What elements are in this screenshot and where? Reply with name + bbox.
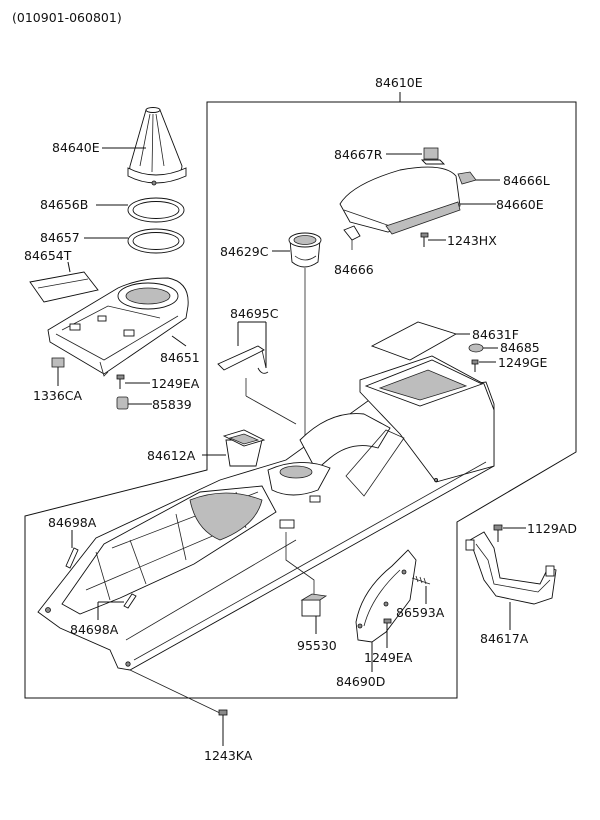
console-body-part xyxy=(37,355,495,671)
assembly-frame xyxy=(24,92,577,699)
part-label-84666: 84666 xyxy=(334,262,374,277)
part-label-1336CA: 1336CA xyxy=(33,388,83,403)
part-label-84667R: 84667R xyxy=(334,147,383,162)
screw-86593A-part xyxy=(411,575,431,585)
part-label-84660E: 84660E xyxy=(496,197,544,212)
hinge-84666L-part xyxy=(457,171,477,185)
part-label-84612A: 84612A xyxy=(147,448,196,463)
part-label-84690D: 84690D xyxy=(336,674,385,689)
part-label-84656B: 84656B xyxy=(40,197,88,212)
cup-holder-part xyxy=(288,232,322,470)
mat-84631F-part xyxy=(370,321,458,361)
boot-ring-part xyxy=(127,197,185,223)
clip-1336CA-part xyxy=(51,357,65,368)
assembly-label: 84610E xyxy=(375,75,423,90)
part-label-85839: 85839 xyxy=(152,397,192,412)
screw-1249GE-part xyxy=(471,359,479,372)
part-label-1243KA: 1243KA xyxy=(204,748,253,763)
hinge-84667R-part xyxy=(420,147,446,165)
part-label-84685: 84685 xyxy=(500,340,540,355)
bracket-part xyxy=(217,321,297,425)
part-label-95530: 95530 xyxy=(297,638,337,653)
switch-95530-part xyxy=(285,532,328,617)
part-label-84654T: 84654T xyxy=(24,248,72,263)
clip-85839-part xyxy=(116,396,129,410)
part-label-84651: 84651 xyxy=(160,350,200,365)
pad-part xyxy=(29,271,99,303)
retainer-ring-part xyxy=(127,228,185,254)
screw-1243KA-part xyxy=(129,669,228,730)
part-label-84617A: 84617A xyxy=(480,631,529,646)
armrest-lid-part xyxy=(339,166,461,235)
part-label-86593A: 86593A xyxy=(396,605,445,620)
part-label-84698A-lower: 84698A xyxy=(70,622,119,637)
part-label-84631F: 84631F xyxy=(472,327,519,342)
screw-1129AD-part xyxy=(493,524,503,542)
screw-1249EA-right-part xyxy=(383,618,392,633)
bracket-84666-part xyxy=(343,225,361,250)
part-label-84695C: 84695C xyxy=(230,306,279,321)
part-label-1249EA-left: 1249EA xyxy=(151,376,200,391)
storage-bin-part xyxy=(222,429,266,467)
shift-bezel-part xyxy=(47,277,189,377)
part-label-1129AD: 1129AD xyxy=(527,521,577,536)
screw-1243HX-part xyxy=(420,232,429,247)
date-range-label: (010901-060801) xyxy=(12,10,122,25)
part-label-84657: 84657 xyxy=(40,230,80,245)
part-label-1249EA-right: 1249EA xyxy=(364,650,413,665)
part-label-84629C: 84629C xyxy=(220,244,269,259)
cap-84685-part xyxy=(468,343,484,353)
side-cover-84690D-part xyxy=(355,549,417,643)
part-label-1249GE: 1249GE xyxy=(498,355,547,370)
pad-84698A-lower-part xyxy=(123,593,137,609)
part-label-84666L: 84666L xyxy=(503,173,550,188)
bracket-84617A-part xyxy=(465,531,557,605)
pad-84698A-upper-part xyxy=(65,547,79,569)
part-label-84698A-upper: 84698A xyxy=(48,515,97,530)
screw-1249EA-left-part xyxy=(116,374,125,389)
shift-boot-part xyxy=(127,107,187,186)
part-label-1243HX: 1243HX xyxy=(447,233,497,248)
part-label-84640E: 84640E xyxy=(52,140,100,155)
